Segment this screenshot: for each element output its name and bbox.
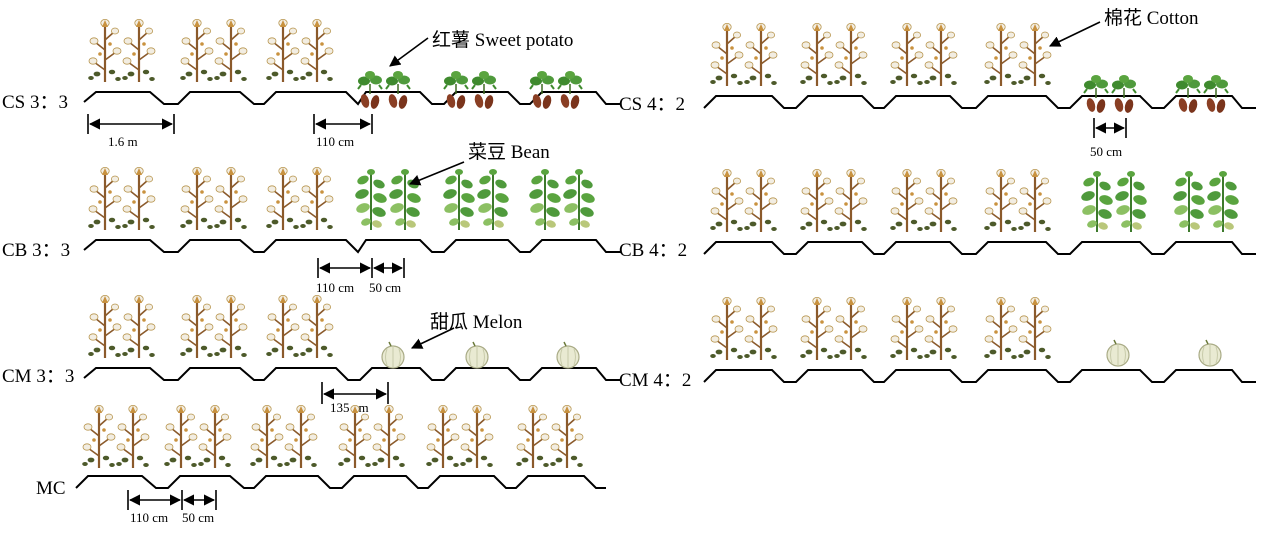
cotton-plants (800, 169, 867, 232)
cotton-plants (984, 23, 1051, 86)
cotton-plants (984, 169, 1051, 232)
callout-arrow (1048, 21, 1101, 47)
cotton-plants (88, 167, 155, 230)
cotton-plants (88, 19, 155, 82)
dimension-50cm: 50 cm (182, 510, 214, 525)
dimension-50cm: 50 cm (369, 280, 401, 295)
row-label-cs42: CS 4：2 (619, 94, 685, 115)
cotton-plants (890, 297, 957, 360)
cotton-plants (800, 23, 867, 86)
cotton-plants (890, 23, 957, 86)
row-cm-3-3: CM 3：3 135 cm 甜瓜 Melon (2, 295, 621, 415)
sweet-potato-plants (530, 71, 582, 110)
ridge-profile (703, 241, 1256, 255)
bean-plants (442, 169, 510, 230)
dimension-110cm: 110 cm (316, 134, 354, 149)
cotton-plants (516, 405, 583, 468)
cotton-plants (266, 295, 333, 358)
cotton-plants (800, 297, 867, 360)
melon (465, 341, 489, 369)
row-label-cm33: CM 3：3 (2, 366, 74, 387)
row-cb-4-2: CB 4：2 (619, 169, 1256, 261)
cotton-plants (180, 167, 247, 230)
cotton-plants (164, 405, 231, 468)
bean-plants (528, 169, 596, 230)
row-cs-3-3: CS 3：3 1.6 m 110 cm 红薯 Sweet potato (2, 19, 621, 149)
cotton-plants (82, 405, 149, 468)
crop-label-sweet-potato: 红薯 Sweet potato (432, 29, 573, 51)
sweet-potato-plants (1084, 75, 1136, 114)
cotton-plants (984, 297, 1051, 360)
sweet-potato-plants (1176, 75, 1228, 114)
dimension-50cm: 50 cm (1090, 144, 1122, 159)
callout-arrow (408, 161, 465, 186)
ridge-profile (75, 475, 606, 489)
row-cs-4-2: CS 4：2 50 cm 棉花 Cotton (619, 7, 1256, 159)
row-mc: MC 110 cm 50 cm (36, 405, 606, 525)
melon (1198, 339, 1222, 367)
cotton-plants (710, 297, 777, 360)
crop-label-melon: 甜瓜 Melon (430, 311, 523, 333)
sweet-potato-plants (358, 71, 410, 110)
ridge-profile (703, 369, 1256, 383)
ridge-profile (83, 367, 621, 381)
melon (1106, 339, 1130, 367)
ridge-profile (83, 239, 621, 254)
bean-plants (1080, 171, 1148, 232)
cotton-plants (180, 19, 247, 82)
dimension-110cm: 110 cm (316, 280, 354, 295)
row-label-cb42: CB 4：2 (619, 240, 687, 261)
row-label-cs33: CS 3：3 (2, 92, 68, 113)
ridge-profile (703, 95, 1256, 109)
cotton-plants (426, 405, 493, 468)
crop-label-cotton: 棉花 Cotton (1104, 7, 1199, 29)
cotton-plants (266, 167, 333, 230)
cotton-plants (890, 169, 957, 232)
dimension-1-6m: 1.6 m (108, 134, 138, 149)
dimension-110cm: 110 cm (130, 510, 168, 525)
cotton-plants (250, 405, 317, 468)
cotton-plants (88, 295, 155, 358)
cotton-plants (710, 23, 777, 86)
callout-arrow (389, 37, 429, 67)
row-label-mc: MC (36, 478, 66, 499)
callout-arrow (410, 327, 455, 349)
cotton-plants (710, 169, 777, 232)
row-label-cb33: CB 3：3 (2, 240, 70, 261)
row-cm-4-2: CM 4：2 (619, 297, 1256, 391)
bean-plants (1172, 171, 1240, 232)
bean-plants (354, 169, 422, 230)
melon (556, 341, 580, 369)
crop-label-bean: 菜豆 Bean (468, 141, 550, 163)
melon (381, 341, 405, 369)
cotton-plants (180, 295, 247, 358)
dimension-135cm: 135 cm (330, 400, 369, 415)
row-label-cm42: CM 4：2 (619, 370, 691, 391)
row-cb-3-3: CB 3：3 110 cm 50 cm 菜豆 Bean (2, 141, 621, 295)
sweet-potato-plants (444, 71, 496, 110)
cotton-plants (266, 19, 333, 82)
